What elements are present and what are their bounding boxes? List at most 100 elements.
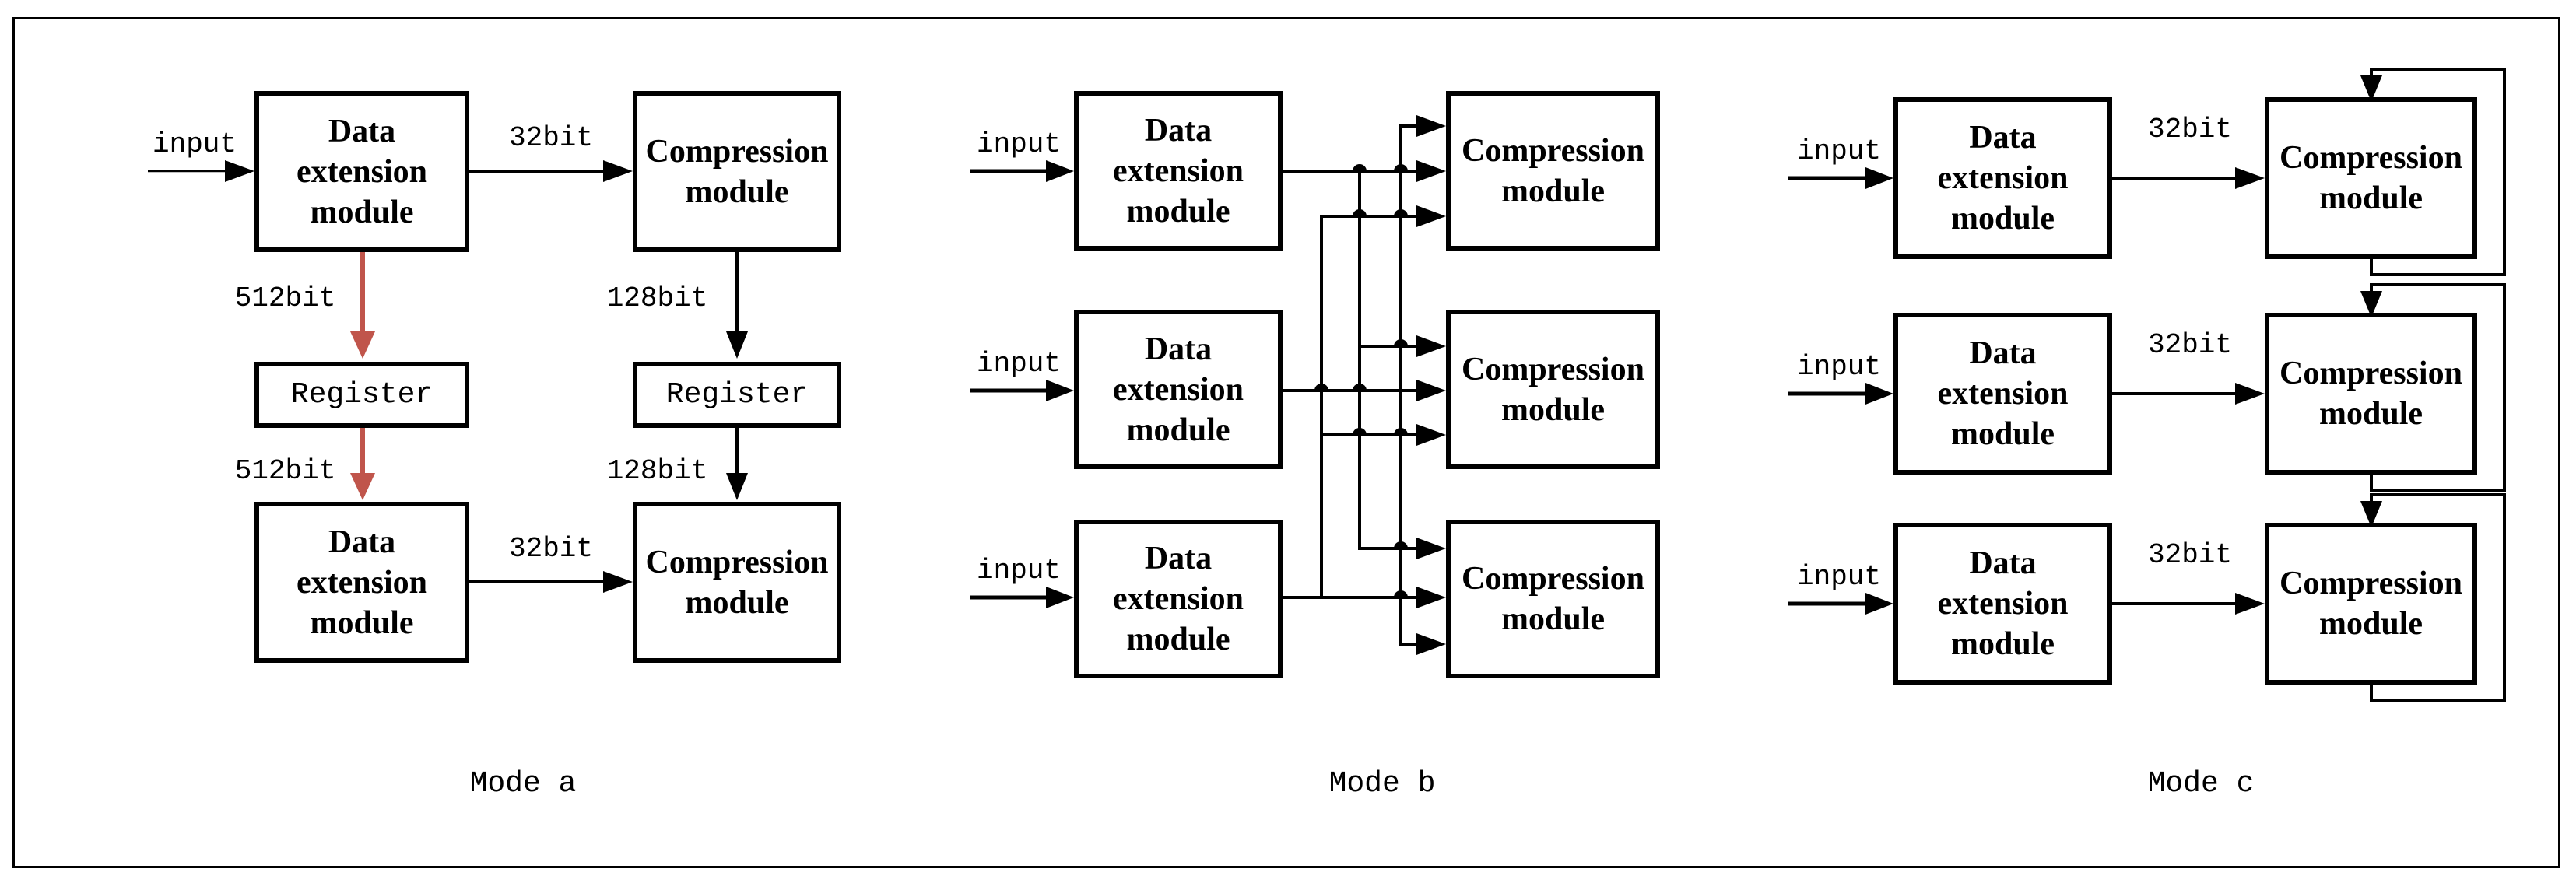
wire-jump [1353, 384, 1367, 391]
mode-c-compression-module-1: Compression module [2265, 97, 2477, 259]
box-label-line: module [1500, 391, 1605, 428]
wire-jump [1394, 590, 1408, 597]
box-label-line: extension [297, 153, 427, 190]
bus-b-head-7 [1416, 538, 1446, 559]
box-label-line: Compression [645, 544, 829, 580]
box-label-line: module [1500, 173, 1605, 209]
input-arrow-b3-head [1046, 587, 1074, 608]
mode-b-data-extension-module-1: Data extension module [1074, 91, 1283, 251]
box-label-line: module [1500, 601, 1605, 637]
box-label-line: module [685, 173, 789, 210]
box-label-line: Compression [2279, 566, 2462, 601]
box-label-line: Data [1144, 331, 1213, 367]
feedback-loop-c3-head [2360, 501, 2382, 527]
label-input-c1: input [1796, 135, 1882, 167]
mode-c-data-extension-module-1: Data extension module [1893, 97, 2112, 259]
label-32bit-a2: 32bit [508, 533, 594, 565]
label-input-c2: input [1796, 351, 1882, 383]
mode-a-register-2: Register [633, 362, 841, 428]
label-32bit-c2: 32bit [2147, 329, 2233, 361]
mode-c-compression-module-2: Compression module [2265, 313, 2477, 475]
box-label-line: module [1126, 193, 1230, 230]
register-label: Register [290, 378, 433, 412]
label-input-b1: input [976, 128, 1062, 160]
box-label-line: Compression [2279, 140, 2462, 176]
box-label-line: Data [1144, 541, 1213, 576]
box-label-line: Compression [645, 133, 829, 170]
box-label-line: Data [1969, 545, 2037, 581]
mode-a-compression-module-1: Compression module [633, 91, 841, 252]
box-label-line: extension [1937, 160, 2069, 196]
mode-a-register-1: Register [254, 362, 469, 428]
box-label-line: module [310, 604, 414, 641]
label-512bit-2: 512bit [234, 455, 336, 487]
bus-b-head-6 [1416, 424, 1446, 446]
register-label: Register [665, 378, 809, 412]
wire-jump [1394, 339, 1408, 346]
feedback-loop-c2-head [2360, 291, 2382, 317]
input-arrow-b2-head [1046, 380, 1074, 401]
mode-c-data-extension-module-2: Data extension module [1893, 313, 2112, 475]
wire-jump [1353, 428, 1367, 435]
box-label-line: Compression [2279, 356, 2462, 391]
arrow-c-32bit-1-head [2235, 167, 2265, 189]
bus-b-head-4 [1416, 335, 1446, 357]
red-arrow-512bit-1-head [350, 331, 375, 359]
mode-b-data-extension-module-3: Data extension module [1074, 520, 1283, 678]
box-label-line: Data [1969, 335, 2037, 371]
feedback-loop-c1-head [2360, 75, 2382, 102]
box-label-line: module [1950, 626, 2055, 662]
bus-b-head-9 [1416, 633, 1446, 655]
feedback-loop-c1 [2370, 68, 2506, 276]
box-label-line: module [2318, 180, 2423, 216]
mode-b-compression-module-1: Compression module [1446, 91, 1660, 251]
feedback-loop-c3 [2370, 493, 2506, 702]
box-label-line: module [310, 194, 414, 230]
label-32bit-c1: 32bit [2147, 114, 2233, 145]
bus-b-head-1 [1416, 115, 1446, 137]
box-label-line: Data [1144, 112, 1213, 149]
label-512bit-1: 512bit [234, 282, 336, 314]
box-label-line: module [2318, 606, 2423, 642]
caption-mode-b: Mode b [1328, 767, 1436, 801]
input-arrow-c3-head [1865, 593, 1893, 615]
input-arrow-c2-head [1865, 383, 1893, 405]
box-label-line: Compression [1462, 132, 1644, 169]
wire-jump [1394, 164, 1408, 171]
label-input-c3: input [1796, 561, 1882, 593]
label-input-b3: input [976, 555, 1062, 587]
arrow-a-128bit-2-head [726, 473, 748, 500]
arrow-a-32bit-2-head [603, 571, 633, 593]
box-label-line: Data [1969, 120, 2037, 156]
arrow-c-32bit-2-head [2235, 383, 2265, 405]
label-input-a: input [152, 128, 237, 160]
box-label-line: Compression [1462, 561, 1644, 597]
box-label-line: Data [328, 113, 396, 149]
red-arrow-512bit-2-head [350, 473, 375, 500]
mode-a-data-extension-module-1: Data extension module [254, 91, 469, 252]
box-label-line: extension [1113, 581, 1244, 617]
box-label-line: extension [1937, 586, 2069, 622]
input-arrow-c1-head [1865, 167, 1893, 189]
box-label-line: module [1126, 412, 1230, 448]
box-label-line: extension [1113, 371, 1244, 408]
wire-jump [1394, 428, 1408, 435]
caption-mode-c: Mode c [2147, 767, 2255, 801]
box-label-line: extension [1937, 376, 2069, 412]
box-label-line: module [1126, 622, 1230, 657]
label-128bit-1: 128bit [606, 282, 708, 314]
box-label-line: extension [1113, 152, 1244, 189]
mode-b-compression-module-2: Compression module [1446, 310, 1660, 469]
box-label-line: module [685, 584, 789, 621]
label-128bit-2: 128bit [606, 455, 708, 487]
feedback-loop-c2 [2370, 283, 2506, 492]
box-label-line: module [1950, 201, 2055, 237]
wire-jump [1314, 384, 1328, 391]
caption-mode-a: Mode a [469, 767, 577, 801]
mode-a-data-extension-module-2: Data extension module [254, 502, 469, 663]
bus-b-head-3 [1416, 205, 1446, 227]
mode-b-data-extension-module-2: Data extension module [1074, 310, 1283, 469]
wire-jump [1353, 164, 1367, 171]
arrow-c-32bit-3-head [2235, 593, 2265, 615]
